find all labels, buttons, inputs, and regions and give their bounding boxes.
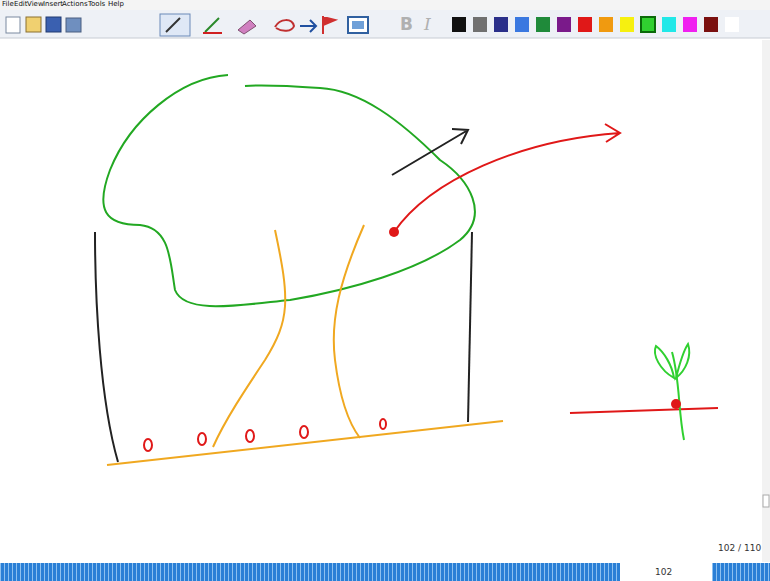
menu-item: Insert	[43, 1, 63, 8]
ground-line	[570, 408, 718, 413]
toolbar-button: I	[424, 16, 431, 33]
toolbar-button: B	[400, 16, 413, 33]
arrow	[392, 129, 468, 175]
wall-line	[468, 232, 472, 422]
menu-item: Tools	[88, 1, 105, 8]
arrow	[394, 124, 620, 232]
menu-item: Edit	[14, 1, 28, 8]
seed-dot	[671, 399, 681, 409]
page-counter: 102 / 110	[718, 544, 761, 553]
ground-line	[107, 421, 503, 465]
sprout-leaf	[676, 344, 689, 378]
menu-item: File	[2, 1, 14, 8]
toolbar-icons	[6, 14, 739, 36]
sprout-stem	[672, 352, 684, 440]
status-bar	[0, 563, 620, 581]
seed-dots	[144, 419, 386, 451]
tool-bar	[0, 10, 770, 38]
menu-item: Help	[108, 1, 124, 8]
sprout-leaf	[655, 346, 674, 378]
status-bar	[712, 563, 770, 581]
trunk-line	[334, 225, 364, 438]
tree-crown	[103, 75, 475, 306]
menu-item: Actions	[62, 1, 88, 8]
scroll-track	[762, 40, 770, 562]
menu-bar	[0, 0, 770, 10]
menu-item: View	[27, 1, 44, 8]
wall-line	[95, 232, 118, 462]
trunk-line	[213, 230, 285, 447]
page-number: 102	[655, 568, 672, 577]
